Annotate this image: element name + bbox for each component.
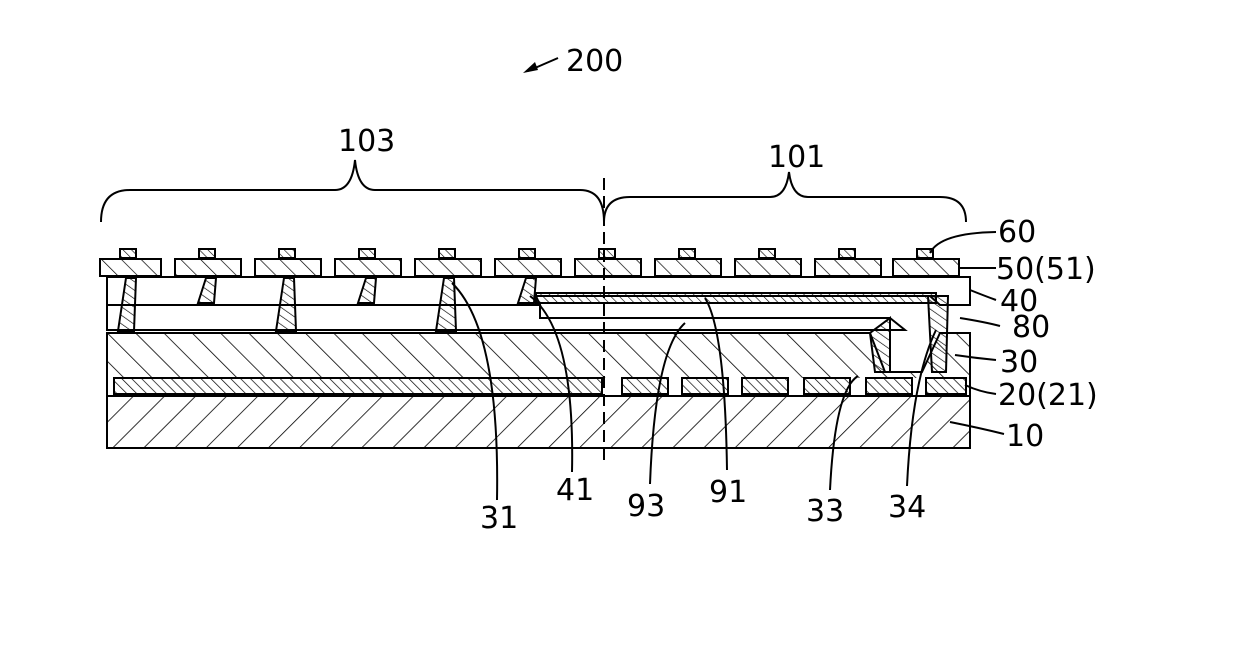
electrode-layer-20 bbox=[114, 378, 966, 394]
label-20-21: 20(21) bbox=[998, 378, 1098, 413]
substrate-layer-10 bbox=[107, 396, 970, 448]
label-93: 93 bbox=[627, 489, 665, 524]
label-41: 41 bbox=[556, 473, 594, 508]
label-30: 30 bbox=[1000, 345, 1038, 380]
layer-80 bbox=[107, 305, 905, 330]
layer-91 bbox=[536, 293, 936, 303]
label-50-51: 50(51) bbox=[996, 252, 1096, 287]
label-10: 10 bbox=[1006, 419, 1044, 454]
label-34: 34 bbox=[888, 490, 926, 525]
pad-layer-50 bbox=[100, 259, 959, 276]
label-60: 60 bbox=[998, 215, 1036, 250]
brace-region-103 bbox=[101, 160, 604, 222]
ref-label-200: 200 bbox=[566, 44, 623, 79]
brace-region-101 bbox=[604, 172, 966, 222]
region-label-103: 103 bbox=[338, 124, 395, 159]
label-33: 33 bbox=[806, 494, 844, 529]
label-31: 31 bbox=[480, 501, 518, 536]
label-80: 80 bbox=[1012, 310, 1050, 345]
label-91: 91 bbox=[709, 475, 747, 510]
region-label-101: 101 bbox=[768, 140, 825, 175]
bump-layer-60 bbox=[120, 249, 933, 258]
arrow-200 bbox=[523, 58, 558, 73]
